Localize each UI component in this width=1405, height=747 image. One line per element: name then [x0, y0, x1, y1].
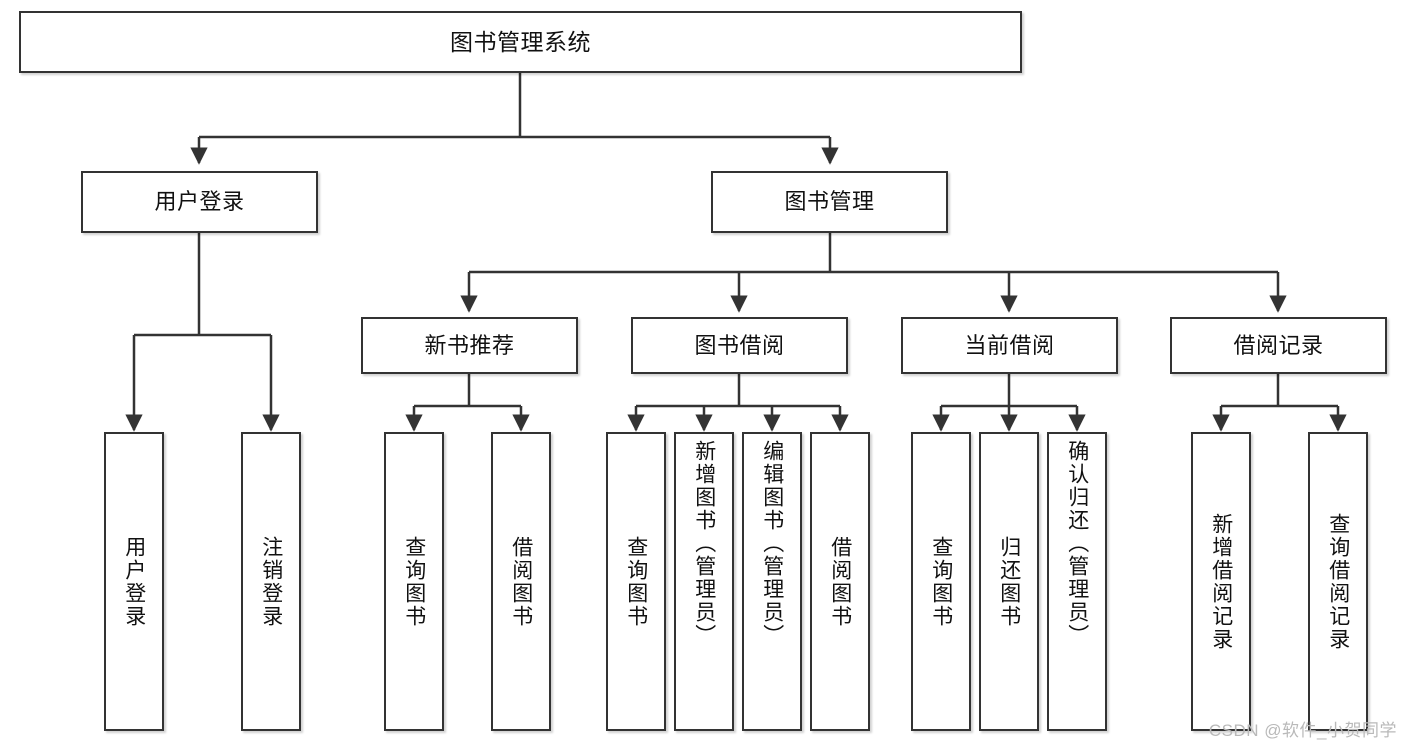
node-label: 查询图书: [624, 535, 648, 628]
leaf-book-borrow-borrow-book[interactable]: 借阅图书: [810, 432, 870, 731]
node-label: 查询借阅记录: [1326, 512, 1350, 651]
node-label: 查询图书: [402, 535, 426, 628]
leaf-book-borrow-edit-book-admin[interactable]: 编辑图书（管理员）: [742, 432, 802, 731]
leaf-book-borrow-add-book-admin[interactable]: 新增图书（管理员）: [674, 432, 734, 731]
node-label: 图书管理系统: [450, 28, 591, 55]
node-label: 新增图书（管理员）: [692, 440, 716, 647]
node-label: 归还图书: [997, 535, 1021, 628]
node-root-book-management-system[interactable]: 图书管理系统: [19, 11, 1022, 73]
node-current-borrow[interactable]: 当前借阅: [901, 317, 1118, 374]
leaf-borrow-record-add-record[interactable]: 新增借阅记录: [1191, 432, 1251, 731]
node-label: 新增借阅记录: [1209, 512, 1233, 651]
node-label: 注销登录: [259, 535, 283, 628]
node-label: 编辑图书（管理员）: [760, 440, 784, 647]
leaf-user-login-logout[interactable]: 注销登录: [241, 432, 301, 731]
node-borrow-record[interactable]: 借阅记录: [1170, 317, 1387, 374]
leaf-new-book-borrow-book[interactable]: 借阅图书: [491, 432, 551, 731]
node-label: 借阅图书: [828, 535, 852, 628]
node-label: 查询图书: [929, 535, 953, 628]
leaf-user-login-login[interactable]: 用户登录: [104, 432, 164, 731]
node-label: 借阅图书: [509, 535, 533, 628]
leaf-new-book-query-book[interactable]: 查询图书: [384, 432, 444, 731]
leaf-current-borrow-return-book[interactable]: 归还图书: [979, 432, 1039, 731]
node-label: 图书管理: [784, 189, 875, 215]
node-label: 当前借阅: [964, 332, 1055, 358]
leaf-borrow-record-query-record[interactable]: 查询借阅记录: [1308, 432, 1368, 731]
node-book-borrow[interactable]: 图书借阅: [631, 317, 848, 374]
node-book-management[interactable]: 图书管理: [711, 171, 948, 233]
leaf-current-borrow-query-book[interactable]: 查询图书: [911, 432, 971, 731]
csdn-watermark: CSDN @软件_小贺同学: [1208, 721, 1397, 740]
node-label: 借阅记录: [1233, 332, 1324, 358]
node-label: 确认归还（管理员）: [1065, 440, 1089, 647]
node-new-book-recommend[interactable]: 新书推荐: [361, 317, 578, 374]
leaf-current-borrow-confirm-return-admin[interactable]: 确认归还（管理员）: [1047, 432, 1107, 731]
node-label: 图书借阅: [694, 332, 785, 358]
node-label: 新书推荐: [424, 332, 515, 358]
node-label: 用户登录: [122, 535, 146, 628]
node-label: 用户登录: [154, 189, 245, 215]
node-user-login[interactable]: 用户登录: [81, 171, 318, 233]
leaf-book-borrow-query-book[interactable]: 查询图书: [606, 432, 666, 731]
